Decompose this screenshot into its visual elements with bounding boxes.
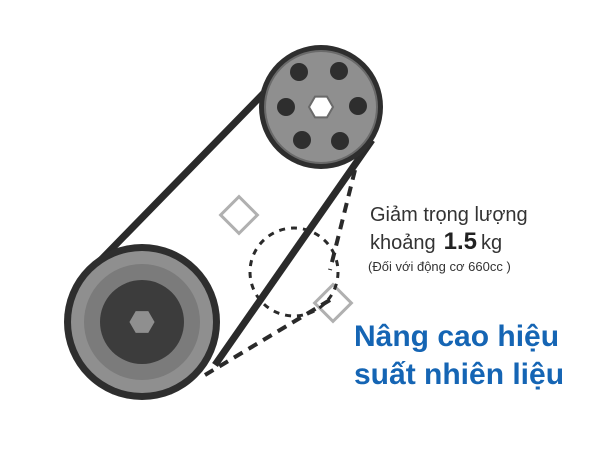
bolt-hole [330,62,348,80]
hex-bolt-icon [129,311,155,333]
belt-right [212,137,375,368]
bottom-pulley [64,244,220,400]
weight-reduction-line1: Giảm trọng lượng [370,204,528,226]
bolt-hole [277,98,295,116]
removed-pulley-dashed [248,226,340,318]
headline-line1: Nâng cao hiệu [354,320,560,353]
removed-bracket-upper [218,194,260,236]
bolt-hole [349,97,367,115]
bolt-hole [331,132,349,150]
weight-value: 1.5 [443,228,477,255]
bolt-hole [290,63,308,81]
bolt-hole [293,131,311,149]
headline-line2: suất nhiên liệu [354,358,565,391]
top-pulley [259,45,383,169]
weight-unit: kg [481,232,503,254]
weight-prefix: khoảng [370,232,436,254]
hex-bolt-icon [307,95,335,119]
removed-bracket-lower [312,282,354,324]
headline: Nâng cao hiệu suất nhiên liệu [354,318,564,394]
engine-note: (Đối với động cơ 660cc ) [368,259,511,274]
